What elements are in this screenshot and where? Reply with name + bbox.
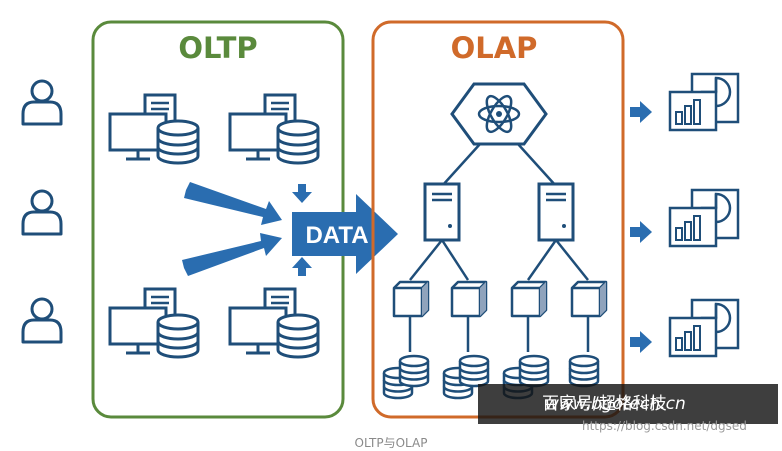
- database-icon: [568, 354, 600, 388]
- olap-title: OLAP: [451, 31, 538, 65]
- output-arrow: [630, 101, 652, 123]
- user-icon: [21, 297, 63, 344]
- report-chart-icon: [668, 298, 740, 358]
- cube-icon: [392, 280, 430, 318]
- output-arrow: [630, 221, 652, 243]
- watermark-text: 百家号/超格科技: [542, 394, 667, 414]
- workstation-db-icon: [110, 95, 198, 163]
- cube-icon: [450, 280, 488, 318]
- workstation-db-icon: [230, 95, 318, 163]
- user-icon: [21, 189, 63, 236]
- watermark-url: https://blog.csdn.net/dgsed: [582, 419, 747, 433]
- image-caption: OLTP与OLAP: [354, 436, 428, 450]
- database-icon: [382, 354, 430, 400]
- oltp-title: OLTP: [178, 31, 257, 65]
- flow-arrows: [182, 182, 312, 276]
- report-chart-icon: [668, 72, 740, 132]
- server-tower-icon: [537, 182, 575, 242]
- workstation-db-icon: [110, 289, 198, 357]
- report-chart-icon: [668, 188, 740, 248]
- data-label: DATA: [305, 222, 368, 249]
- server-tower-icon: [423, 182, 461, 242]
- cube-icon: [570, 280, 608, 318]
- cube-icon: [510, 280, 548, 318]
- user-icon: [21, 79, 63, 126]
- watermark-url-overlay: www.bgotech.cn: [545, 394, 686, 414]
- olap-connectors: [408, 143, 590, 352]
- watermark-banner: 百家号/超格科技: [478, 384, 778, 424]
- output-arrow: [630, 331, 652, 353]
- workstation-db-icon: [230, 289, 318, 357]
- atom-hexagon-icon: [450, 82, 548, 146]
